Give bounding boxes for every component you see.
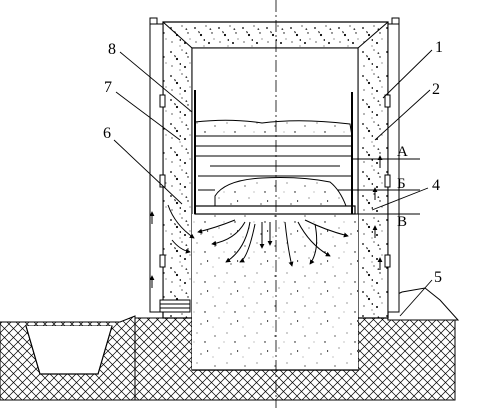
flow-arrows — [167, 204, 349, 267]
settled-mound — [214, 177, 347, 207]
water-layers — [195, 135, 352, 191]
upper-sediment-layer — [194, 119, 353, 137]
wall-bevel-right — [357, 21, 389, 49]
trench-pit — [25, 325, 113, 375]
callout-1: 1 — [435, 39, 443, 56]
callout-8: 8 — [108, 41, 116, 58]
zone-label-b: Б — [397, 176, 406, 192]
seepage-arrows — [149, 155, 383, 288]
callout-5: 5 — [434, 269, 442, 286]
zone-label-a: А — [397, 144, 408, 160]
callout-4: 4 — [432, 177, 440, 194]
wall-bevel-left — [162, 21, 193, 49]
leader-lines — [113, 49, 433, 317]
callout-7: 7 — [104, 79, 112, 96]
lower-backfill — [192, 214, 358, 370]
zone-label-v: В — [397, 214, 407, 230]
callout-6: 6 — [103, 125, 111, 142]
callout-2: 2 — [432, 81, 440, 98]
separator-plate — [194, 205, 356, 215]
formwork-panels — [149, 17, 400, 313]
